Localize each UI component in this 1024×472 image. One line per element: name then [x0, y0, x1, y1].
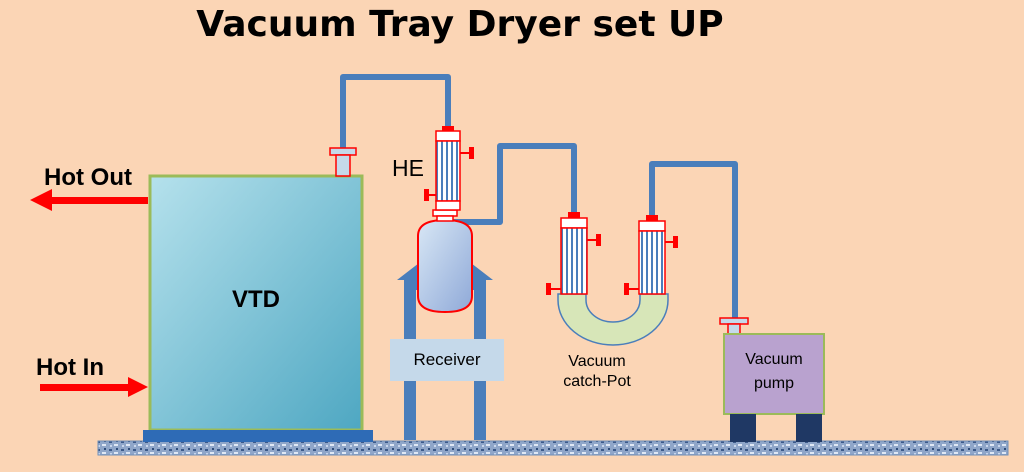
vtd-vessel [143, 147, 373, 442]
catch-pot-label-line2: catch-Pot [563, 373, 631, 390]
vacuum-pump [719, 317, 825, 442]
ground-floor [97, 440, 1009, 456]
catch-pot-label: Vacuum catch-Pot [552, 352, 642, 392]
he-label: HE [392, 155, 424, 181]
hot-in-label: Hot In [36, 354, 104, 381]
hot-out-label: Hot Out [44, 164, 132, 191]
vtd-label: VTD [232, 286, 280, 313]
pump-label-line2: pump [753, 375, 795, 392]
receiver-vessel [417, 209, 473, 314]
vacuum-catch-pot [546, 212, 678, 346]
diagram-title: Vacuum Tray Dryer set UP [196, 4, 724, 45]
hot-in-arrow [40, 377, 148, 397]
receiver-label: Receiver [413, 350, 481, 369]
receiver-label-box [390, 339, 504, 381]
pump-label: Vacuum pump [724, 348, 824, 396]
hot-out-arrow [30, 189, 148, 211]
vacuum-pipeline [340, 74, 738, 318]
pump-label-line1: Vacuum [745, 351, 803, 368]
catch-pot-label-line1: Vacuum [568, 353, 626, 370]
heat-exchanger [424, 126, 474, 211]
